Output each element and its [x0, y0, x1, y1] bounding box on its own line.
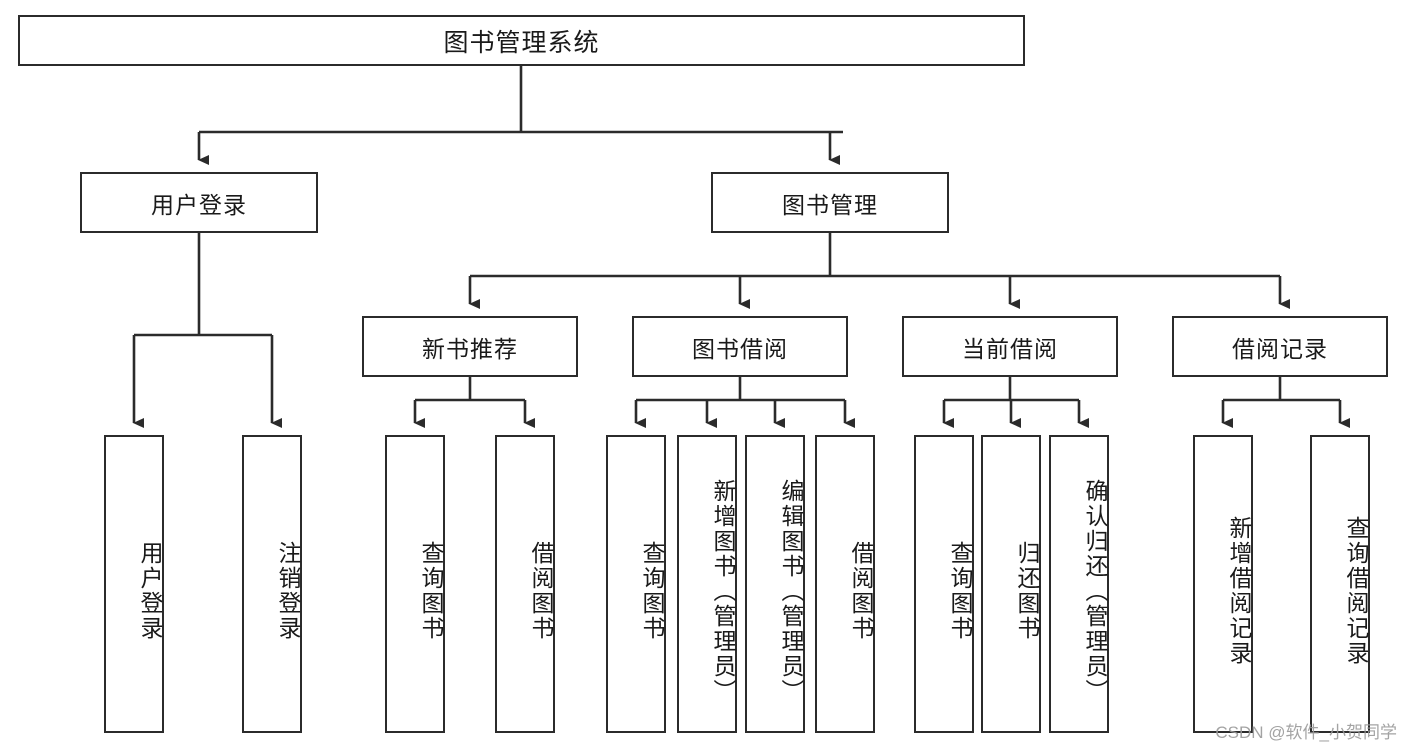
leaf-borrow-edit-book-label: 编辑图书（管理员）: [778, 478, 804, 704]
node-new-book-recommend-label: 新书推荐: [422, 335, 518, 362]
leaf-record-add-record[interactable]: 新增借阅记录: [1193, 435, 1253, 733]
node-user-login-label: 用户登录: [151, 191, 247, 218]
leaf-logout[interactable]: 注销登录: [242, 435, 302, 733]
leaf-borrow-query-book-label: 查询图书: [639, 541, 665, 641]
node-root-label: 图书管理系统: [443, 28, 600, 57]
node-current-borrow[interactable]: 当前借阅: [902, 316, 1118, 377]
node-book-management[interactable]: 图书管理: [711, 172, 949, 233]
leaf-current-confirm-return-label: 确认归还（管理员）: [1082, 478, 1108, 704]
node-borrow-record[interactable]: 借阅记录: [1172, 316, 1388, 377]
leaf-borrow-edit-book[interactable]: 编辑图书（管理员）: [745, 435, 805, 733]
leaf-newbook-borrow-book-label: 借阅图书: [528, 541, 554, 641]
leaf-current-return-book-label: 归还图书: [1014, 541, 1040, 641]
leaf-borrow-borrow-book[interactable]: 借阅图书: [815, 435, 875, 733]
node-book-borrow[interactable]: 图书借阅: [632, 316, 848, 377]
leaf-user-login[interactable]: 用户登录: [104, 435, 164, 733]
leaf-record-query-record-label: 查询借阅记录: [1343, 516, 1369, 666]
leaf-record-add-record-label: 新增借阅记录: [1226, 516, 1252, 666]
node-book-borrow-label: 图书借阅: [692, 335, 788, 362]
leaf-record-query-record[interactable]: 查询借阅记录: [1310, 435, 1370, 733]
leaf-borrow-borrow-book-label: 借阅图书: [848, 541, 874, 641]
node-user-login[interactable]: 用户登录: [80, 172, 318, 233]
node-current-borrow-label: 当前借阅: [962, 335, 1058, 362]
leaf-borrow-add-book-label: 新增图书（管理员）: [710, 478, 736, 704]
leaf-user-login-label: 用户登录: [137, 541, 163, 641]
node-borrow-record-label: 借阅记录: [1232, 335, 1328, 362]
leaf-newbook-query-book-label: 查询图书: [418, 541, 444, 641]
node-book-management-label: 图书管理: [782, 191, 878, 218]
leaf-logout-label: 注销登录: [275, 541, 301, 641]
leaf-borrow-query-book[interactable]: 查询图书: [606, 435, 666, 733]
watermark: CSDN @软件_小贺同学: [1215, 723, 1397, 742]
leaf-current-query-book[interactable]: 查询图书: [914, 435, 974, 733]
node-new-book-recommend[interactable]: 新书推荐: [362, 316, 578, 377]
leaf-newbook-borrow-book[interactable]: 借阅图书: [495, 435, 555, 733]
leaf-current-query-book-label: 查询图书: [947, 541, 973, 641]
leaf-newbook-query-book[interactable]: 查询图书: [385, 435, 445, 733]
leaf-current-return-book[interactable]: 归还图书: [981, 435, 1041, 733]
leaf-current-confirm-return[interactable]: 确认归还（管理员）: [1049, 435, 1109, 733]
leaf-borrow-add-book[interactable]: 新增图书（管理员）: [677, 435, 737, 733]
node-root[interactable]: 图书管理系统: [18, 15, 1025, 66]
